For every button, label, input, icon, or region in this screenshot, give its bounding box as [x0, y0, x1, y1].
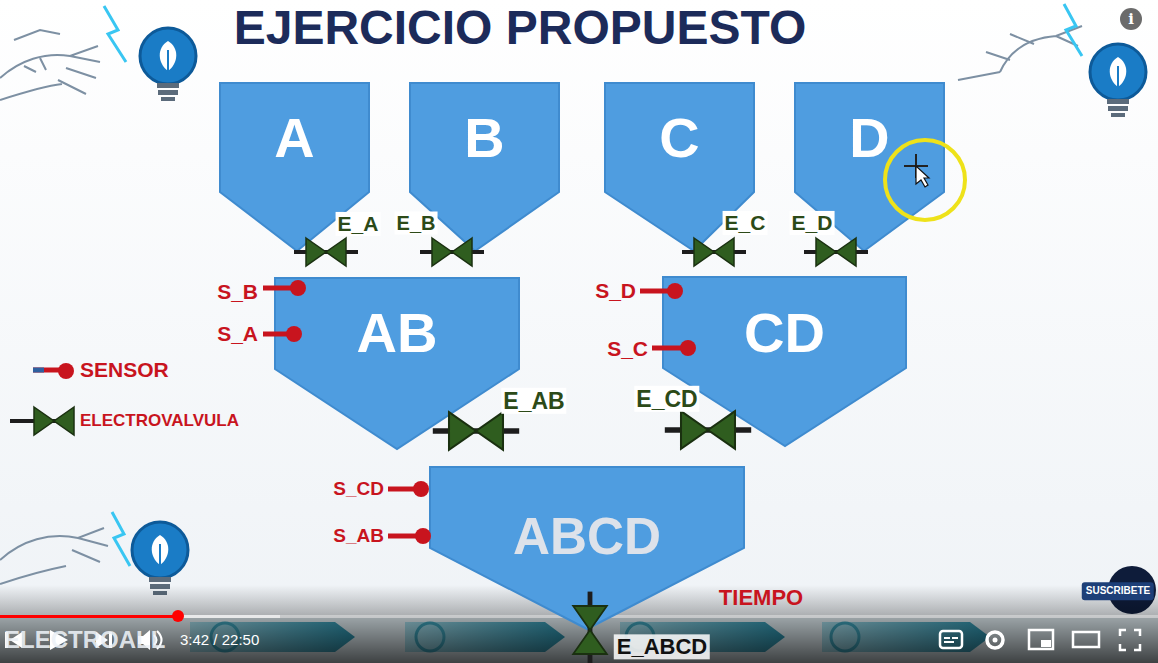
- hopper-label: C: [604, 110, 755, 166]
- timer-label: TIEMPO: [719, 585, 803, 610]
- valve-wing: [816, 238, 836, 266]
- legend-label: ELECTROVALVULA: [80, 411, 239, 431]
- time-display: 3:42 / 22:50: [180, 631, 259, 648]
- highlight-ring: [885, 140, 965, 220]
- valve-wing: [708, 411, 735, 449]
- lightning: [1064, 4, 1082, 56]
- hopper-label: A: [219, 110, 370, 166]
- hopper-box: AB: [274, 277, 520, 450]
- valve-label: E_D: [790, 211, 835, 235]
- valve-wing: [306, 238, 326, 266]
- valve-label: E_CD: [634, 386, 699, 412]
- sensor-label: S_B: [217, 280, 258, 304]
- hopper-fittings: [388, 481, 607, 663]
- legend-sensor-symbol: [33, 363, 74, 379]
- hopper-label: ABCD: [429, 511, 745, 562]
- sensor-label: S_CD: [333, 478, 384, 500]
- sensor-label: S_AB: [333, 525, 384, 547]
- valve-wing: [694, 238, 714, 266]
- valve-wing: [573, 630, 607, 654]
- hand-sketch: [0, 528, 108, 584]
- lightning: [112, 512, 130, 566]
- hopper-fittings: [263, 280, 519, 450]
- player-controls: [5, 630, 1140, 650]
- sensor-label: S_C: [607, 337, 648, 361]
- valve-symbol: [433, 412, 519, 450]
- valve-label: E_C: [723, 211, 768, 235]
- lightbulb-icon: [132, 522, 188, 595]
- info-button: i: [1120, 8, 1142, 30]
- valve-symbol: [294, 238, 358, 266]
- sensor-dot: [290, 280, 306, 296]
- valve-wing: [573, 606, 607, 630]
- subscribe-badge: SUSCRIBETE: [1082, 582, 1154, 600]
- sensor-dot: [415, 528, 431, 544]
- lightbulb-icon: [1090, 44, 1146, 117]
- lightbulb-icon: [140, 28, 196, 101]
- sensor-dot: [413, 481, 429, 497]
- valve-wing: [326, 238, 346, 266]
- valve-wing: [714, 238, 734, 266]
- valve-wing: [836, 238, 856, 266]
- hopper-box: CD: [662, 276, 907, 447]
- pointer-cursor: [916, 166, 929, 187]
- hopper-body: [663, 277, 906, 446]
- legend-valve-symbol: [10, 407, 74, 435]
- hopper-label: AB: [274, 305, 520, 361]
- sensor-dot: [680, 340, 696, 356]
- hopper-outline: [274, 277, 520, 450]
- valve-wing: [476, 412, 503, 450]
- lightning: [104, 6, 126, 62]
- hopper-fittings: [682, 238, 746, 266]
- legend-label: SENSOR: [80, 358, 169, 382]
- valve-wing: [681, 411, 708, 449]
- valve-label: E_B: [395, 212, 438, 235]
- hopper-label: B: [409, 110, 560, 166]
- valve-label: E_ABCD: [614, 634, 710, 659]
- hopper-fittings: [294, 238, 358, 266]
- valve-label: E_A: [336, 212, 381, 236]
- valve-wing: [452, 238, 472, 266]
- sensor-label: S_A: [217, 322, 258, 346]
- valve-symbol: [420, 238, 484, 266]
- valve-wing: [449, 412, 476, 450]
- diagram-title: EJERCICIO PROPUESTO: [234, 0, 807, 55]
- hopper-fittings: [640, 283, 751, 449]
- sensor-label: S_D: [595, 279, 636, 303]
- sensor-dot: [667, 283, 683, 299]
- valve-symbol: [665, 411, 751, 449]
- sensor-dot: [286, 326, 302, 342]
- hopper-box: ABCD: [429, 466, 745, 630]
- hopper-label: D: [794, 110, 945, 166]
- hopper-body: [430, 467, 744, 629]
- hopper-outline: [662, 276, 907, 447]
- valve-symbol: [682, 238, 746, 266]
- valve-symbol: [804, 238, 868, 266]
- watermark: ELECTROALL: [4, 626, 165, 654]
- valve-label: E_AB: [501, 388, 566, 414]
- hopper-fittings: [420, 238, 484, 266]
- valve-wing: [432, 238, 452, 266]
- hand-sketch: [958, 26, 1082, 80]
- valve-symbol: [573, 592, 607, 663]
- hopper-label: CD: [662, 305, 907, 361]
- hand-sketch: [0, 30, 100, 100]
- hopper-body: [275, 278, 519, 449]
